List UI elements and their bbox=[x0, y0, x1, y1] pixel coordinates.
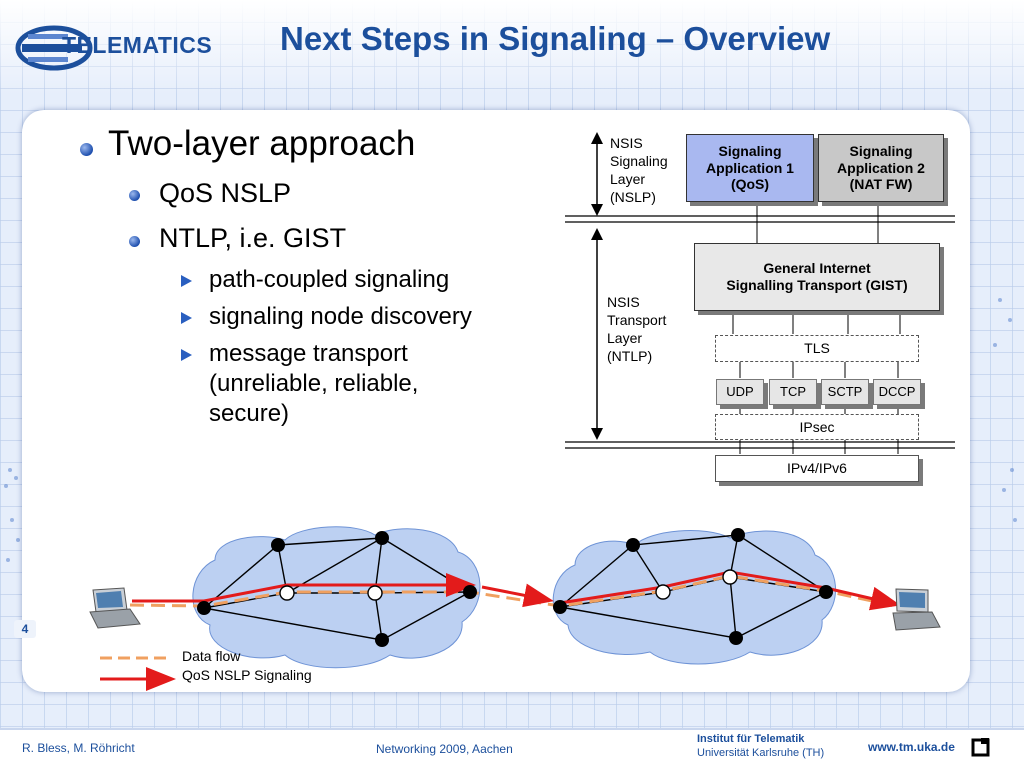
network-cloud-left bbox=[192, 526, 481, 669]
logo-text: TELEMATICS bbox=[62, 32, 213, 58]
app1-line: Signaling bbox=[718, 142, 782, 159]
nslp-layer-label: NSIS Signaling Layer (NSLP) bbox=[610, 134, 668, 206]
dccp-box: DCCP bbox=[873, 379, 921, 405]
tls-box: TLS bbox=[715, 335, 919, 362]
bullet-message-transport-line2: (unreliable, reliable, bbox=[209, 370, 419, 397]
page-title: Next Steps in Signaling – Overview bbox=[280, 20, 831, 57]
legend-data-flow-label: Data flow bbox=[182, 648, 241, 664]
nslp-label-line: Layer bbox=[610, 171, 646, 187]
app2-line: Signaling bbox=[849, 142, 913, 159]
nslp-label-line: NSIS bbox=[610, 135, 643, 151]
bullet-dot-icon bbox=[129, 236, 140, 247]
nslp-label-line: (NSLP) bbox=[610, 189, 656, 205]
page-number: 4 bbox=[14, 620, 36, 638]
bullet-node-discovery: signaling node discovery bbox=[209, 303, 472, 330]
app2-line: Application 2 bbox=[837, 159, 925, 176]
institute-logo-icon bbox=[971, 738, 990, 757]
footer-event: Networking 2009, Aachen bbox=[376, 742, 513, 756]
layer-separator bbox=[565, 215, 955, 449]
signaling-path-left bbox=[132, 573, 476, 603]
ntlp-label-line: Transport bbox=[607, 312, 667, 328]
bullet-triangle-icon bbox=[181, 349, 192, 361]
footer-university: Universität Karlsruhe (TH) bbox=[697, 747, 825, 759]
laptop-right-icon bbox=[892, 588, 941, 631]
ntlp-label-line: NSIS bbox=[607, 294, 640, 310]
footer-url[interactable]: www.tm.uka.de bbox=[868, 740, 955, 754]
network-cloud-right bbox=[552, 530, 836, 665]
nslp-label-line: Signaling bbox=[610, 153, 668, 169]
gist-box: General Internet Signalling Transport (G… bbox=[694, 243, 940, 311]
logo-swoosh-icon bbox=[15, 25, 93, 71]
bullet-two-layer-approach: Two-layer approach bbox=[108, 124, 416, 163]
bullet-ntlp-gist: NTLP, i.e. GIST bbox=[159, 223, 347, 253]
ipsec-box: IPsec bbox=[715, 414, 919, 440]
gist-line: General Internet bbox=[763, 260, 871, 277]
bullet-qos-nslp: QoS NSLP bbox=[159, 178, 292, 208]
sctp-box: SCTP bbox=[821, 379, 869, 405]
bullet-path-coupled: path-coupled signaling bbox=[209, 266, 450, 293]
app1-line: (QoS) bbox=[730, 176, 770, 193]
bullet-dot-icon bbox=[129, 190, 140, 201]
bullet-triangle-icon bbox=[181, 275, 192, 287]
data-flow-path bbox=[129, 574, 896, 608]
footer-authors: R. Bless, M. Röhricht bbox=[22, 741, 135, 755]
telematics-logo: TELEMATICS bbox=[14, 18, 212, 76]
bullet-message-transport: message transport bbox=[209, 340, 408, 367]
ntlp-label-line: Layer bbox=[607, 330, 643, 346]
bullet-message-transport-line3: secure) bbox=[209, 400, 290, 427]
gist-line: Signalling Transport (GIST) bbox=[726, 277, 908, 293]
udp-box: UDP bbox=[716, 379, 764, 405]
ntlp-layer-label: NSIS Transport Layer (NTLP) bbox=[607, 293, 666, 365]
legend-signaling-label: QoS NSLP Signaling bbox=[182, 667, 312, 683]
signaling-app-2-box: Signaling Application 2 (NAT FW) bbox=[818, 134, 944, 202]
signaling-path-gap bbox=[481, 583, 554, 608]
laptop-left-icon bbox=[89, 587, 141, 629]
footer-divider bbox=[0, 728, 1024, 730]
app1-line: Application 1 bbox=[706, 159, 794, 176]
tcp-box: TCP bbox=[769, 379, 817, 405]
ip-box: IPv4/IPv6 bbox=[715, 455, 919, 482]
ntlp-label-line: (NTLP) bbox=[607, 348, 653, 364]
signaling-app-1-box: Signaling Application 1 (QoS) bbox=[686, 134, 814, 202]
bullet-triangle-icon bbox=[181, 312, 192, 324]
footer-bar bbox=[0, 728, 1024, 768]
footer-institute: Institut für Telematik bbox=[697, 733, 805, 745]
bullet-dot-icon bbox=[80, 143, 93, 156]
app2-line: (NAT FW) bbox=[849, 176, 913, 193]
